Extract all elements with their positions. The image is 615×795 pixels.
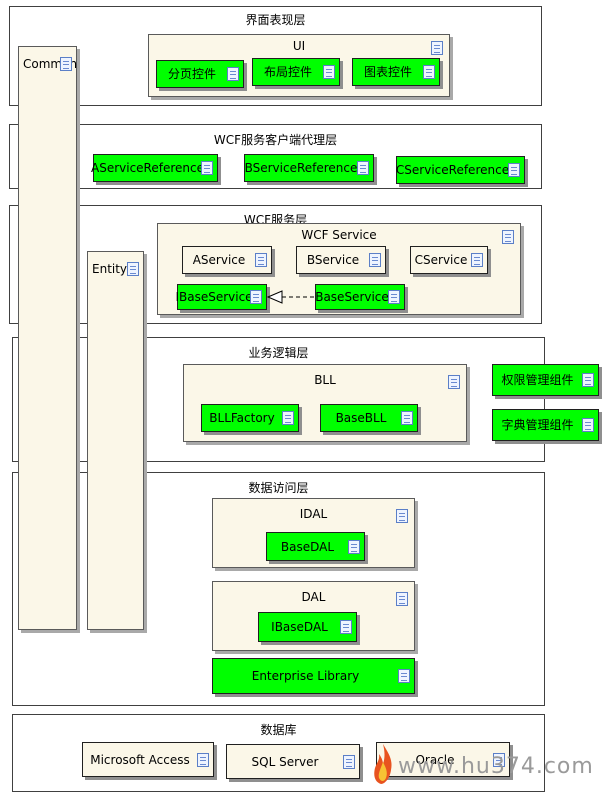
- component-label: IBaseDAL: [271, 620, 328, 634]
- oracle[interactable]: Oracle: [376, 742, 510, 777]
- aservice[interactable]: AService: [182, 246, 272, 274]
- document-icon: [388, 290, 400, 304]
- document-icon: [197, 752, 209, 767]
- bservice-reference[interactable]: BServiceReference: [244, 154, 374, 182]
- data-access-layer-title: 数据访问层: [248, 481, 309, 495]
- wcf-proxy-layer-title: WCF服务客户端代理层: [213, 133, 338, 147]
- document-icon: [348, 539, 360, 554]
- document-icon: [323, 65, 335, 79]
- document-icon: [357, 161, 369, 175]
- component-label: BServiceReference: [244, 161, 358, 175]
- document-icon: [508, 163, 520, 177]
- document-icon: [340, 620, 352, 634]
- bllfactory[interactable]: BLLFactory: [201, 404, 299, 432]
- document-icon: [582, 418, 594, 432]
- enterprise-library[interactable]: Enterprise Library: [212, 658, 415, 694]
- permission-component[interactable]: 权限管理组件: [492, 364, 599, 396]
- bll-package-title: BLL: [314, 373, 336, 387]
- component-label: 布局控件: [263, 65, 312, 79]
- component-label: Enterprise Library: [251, 669, 360, 683]
- document-icon: [369, 253, 381, 267]
- document-icon: [282, 411, 294, 425]
- document-icon: [227, 67, 239, 81]
- aservice-reference[interactable]: AServiceReference: [91, 154, 218, 182]
- component-label: BLLFactory: [209, 411, 275, 425]
- document-icon: [60, 57, 72, 71]
- entity-column[interactable]: Entity: [87, 251, 144, 630]
- baseservice[interactable]: BaseService: [315, 284, 405, 310]
- document-icon: [502, 230, 514, 244]
- document-icon: [471, 253, 483, 267]
- document-icon: [201, 161, 213, 175]
- component-label: BService: [306, 253, 360, 267]
- pagination-control[interactable]: 分页控件: [156, 60, 244, 88]
- document-icon: [398, 669, 410, 683]
- component-label: SQL Server: [251, 754, 319, 769]
- document-icon: [423, 65, 435, 79]
- business-layer-title: 业务逻辑层: [248, 346, 309, 360]
- document-icon: [448, 375, 460, 389]
- component-label: AService: [192, 253, 246, 267]
- presentation-layer-title: 界面表现层: [245, 13, 306, 27]
- component-label: IBaseService: [175, 290, 253, 304]
- component-label: 字典管理组件: [501, 418, 574, 432]
- ibaseservice[interactable]: IBaseService: [175, 284, 267, 310]
- database-layer-title: 数据库: [260, 723, 297, 737]
- common-column[interactable]: Common: [18, 46, 77, 630]
- document-icon: [396, 509, 408, 523]
- watermark-text: www.hu374.com: [398, 754, 594, 779]
- realization-arrow: [266, 290, 316, 304]
- entity-column-title: Entity: [92, 262, 128, 276]
- sql-server[interactable]: SQL Server: [226, 744, 360, 779]
- idal-package-title: IDAL: [299, 507, 328, 521]
- ibasedal[interactable]: IBaseDAL: [258, 612, 357, 642]
- dictionary-component[interactable]: 字典管理组件: [492, 409, 599, 441]
- document-icon: [343, 754, 355, 769]
- layout-control[interactable]: 布局控件: [252, 58, 340, 86]
- cservice-reference[interactable]: CServiceReference: [396, 156, 525, 184]
- component-label: 权限管理组件: [501, 373, 574, 387]
- cservice[interactable]: CService: [410, 246, 488, 274]
- document-icon: [250, 290, 262, 304]
- component-label: CService: [414, 253, 468, 267]
- component-label: BaseService: [315, 290, 389, 304]
- microsoft-access[interactable]: Microsoft Access: [82, 742, 214, 777]
- basebll[interactable]: BaseBLL: [320, 404, 418, 432]
- document-icon: [255, 253, 267, 267]
- document-icon: [401, 411, 413, 425]
- component-label: BaseBLL: [335, 411, 387, 425]
- bservice[interactable]: BService: [296, 246, 386, 274]
- document-icon: [431, 41, 443, 55]
- flame-logo-icon: [374, 744, 392, 784]
- document-icon: [127, 262, 139, 276]
- ui-package-title: UI: [292, 39, 306, 53]
- component-label: CServiceReference: [395, 163, 510, 177]
- component-label: AServiceReference: [91, 161, 204, 175]
- chart-control[interactable]: 图表控件: [352, 58, 440, 86]
- component-label: 图表控件: [363, 65, 412, 79]
- wcf-service-package-title: WCF Service: [301, 228, 377, 242]
- document-icon: [396, 592, 408, 606]
- component-label: 分页控件: [167, 67, 216, 81]
- component-label: BaseDAL: [280, 539, 335, 554]
- document-icon: [582, 373, 594, 387]
- component-label: Oracle: [415, 752, 455, 767]
- component-label: Microsoft Access: [90, 752, 190, 767]
- document-icon: [493, 752, 505, 767]
- dal-package-title: DAL: [301, 590, 326, 604]
- basedal[interactable]: BaseDAL: [266, 532, 365, 561]
